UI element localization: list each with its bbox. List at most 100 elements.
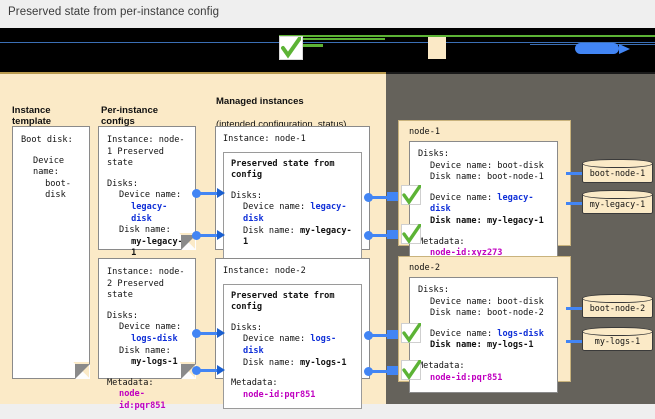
mi2-preserved-1: Preserved state [231, 290, 309, 301]
connector-line [199, 192, 218, 195]
node2-metadata-label: Metadata: [418, 360, 465, 371]
mi2-instance: Instance: node-2 [223, 266, 306, 276]
connector-dot-icon [364, 331, 373, 340]
connector-square-icon [387, 230, 398, 239]
connector-line [199, 332, 218, 335]
disk-top [582, 190, 653, 199]
node1-disks-label: Disks: [418, 149, 450, 159]
cfg1-disk-value: my-legacy-1 [131, 236, 183, 259]
disk-label: boot-node-2 [589, 303, 646, 313]
connector-dot-icon [192, 231, 201, 240]
mi2-disks-label: Disks: [231, 322, 263, 333]
cfg2-disk-value: my-logs-1 [131, 357, 178, 368]
mi2-device-label: Device name: [243, 334, 306, 345]
node2-boot-disk: Disk name: boot-node-2 [430, 308, 544, 319]
cream-swatch-icon [428, 37, 446, 59]
mi2-device-value: logs-disk [243, 334, 337, 356]
mi1-preserved-2: from config [231, 158, 335, 181]
green-check-icon-node1-disk [401, 185, 421, 205]
connector-mi2-disk [364, 328, 404, 342]
legend-blue-rule [0, 42, 655, 43]
connector-dot-icon [364, 367, 373, 376]
node2-boot-device: Device name: boot-disk [430, 296, 544, 307]
node-2-title: node-2 [409, 263, 441, 273]
legend-items [279, 36, 630, 60]
disk-label: my-legacy-1 [589, 199, 646, 209]
cfg1-device-label: Device name: [119, 190, 182, 201]
node1-extra-device-label: Device name: [430, 192, 498, 203]
cfg2-disks-label: Disks: [107, 310, 139, 321]
cfg1-device-value: legacy-disk [131, 201, 168, 224]
connector-line [371, 334, 389, 337]
connector-arrow-icon [217, 188, 225, 198]
connector-cfg2-metadata [192, 363, 226, 377]
connector-dot-icon [192, 329, 201, 338]
connector-dot-icon [192, 189, 201, 198]
node-card-node-2: node-2 Disks: Device name: boot-disk Dis… [398, 256, 571, 394]
disk-label: boot-node-1 [589, 168, 646, 178]
disk-top [582, 294, 653, 303]
legend-band [0, 28, 655, 72]
connector-line [199, 234, 218, 237]
mi1-disk-label: Disk name: [243, 225, 295, 236]
node1-extra-device-value: legacy-disk [430, 192, 534, 215]
node1-boot-device: Device name: boot-disk [430, 160, 544, 171]
node1-boot-disk: Disk name: boot-node-1 [430, 172, 544, 183]
connector-node2-boot-disk [566, 307, 584, 310]
cfg2-disk-label: Disk name: [119, 345, 171, 356]
mi2-preserved-2: from config [231, 290, 335, 313]
cfg1-disk-label: Disk name: [119, 225, 171, 236]
connector-cfg2-disk [192, 326, 226, 340]
boot-disk-label: Boot disk: [21, 135, 73, 145]
legend-green-line-short [293, 44, 323, 47]
connector-square-icon [387, 192, 398, 201]
connector-line [371, 234, 389, 237]
connector-node1-legacy-disk [566, 202, 584, 205]
cfg2-device-value: logs-disk [131, 333, 178, 344]
node2-extra-disk: Disk name: my-logs-1 [430, 340, 534, 351]
managed-instance-card-node-2: Instance: node-2 Preserved state from co… [215, 258, 370, 410]
per-instance-config-card-node-1: Instance: node-1 Preserved state Disks: … [98, 126, 196, 302]
disk-label: my-logs-1 [594, 336, 641, 346]
cfg2-preserved: Preserved state [107, 278, 164, 301]
connector-line [199, 369, 218, 372]
mi1-device-value: legacy-disk [243, 202, 347, 224]
connector-dot-icon [192, 366, 201, 375]
managed-head-1: Managed instances [216, 95, 304, 107]
green-check-icon-node2-disk [401, 323, 421, 343]
connector-square-icon [387, 366, 398, 375]
blue-arrow-icon [575, 42, 630, 54]
cfg2-metadata-value: node-id:pqr851 [119, 389, 166, 411]
instance-template-card: Boot disk: Device name: boot-disk [12, 126, 90, 379]
cfg1-preserved: Preserved state [107, 146, 164, 169]
node-2-details: Disks: Device name: boot-disk Disk name:… [409, 277, 558, 394]
disk-top [582, 159, 653, 168]
template-device-name-value: boot-disk [45, 178, 71, 201]
green-check-icon-node2-metadata [401, 360, 421, 380]
connector-square-icon [387, 330, 398, 339]
connector-arrow-icon [217, 328, 225, 338]
mi1-preserved-1: Preserved state [231, 158, 309, 169]
connector-mi1-disk [364, 190, 404, 204]
disk-top [582, 327, 653, 336]
connector-dot-icon [364, 231, 373, 240]
connector-mi1-metadata [364, 228, 404, 242]
connector-dot-icon [364, 193, 373, 202]
cfg2-device-label: Device name: [119, 322, 182, 333]
connector-mi2-metadata [364, 364, 404, 378]
cfg1-instance: Instance: node-1 [107, 135, 185, 157]
mi2-preserved-subcard: Preserved state from config Disks: Devic… [223, 283, 362, 410]
connector-line [371, 370, 389, 373]
node2-disks-label: Disks: [418, 285, 450, 295]
diagram-root: Preserved state from per-instance config [0, 6, 655, 411]
node2-extra-device-value: logs-disk [497, 328, 544, 339]
connector-line [371, 196, 389, 199]
mi2-disk-label: Disk name: [243, 357, 295, 368]
green-check-icon [279, 36, 303, 60]
legend-green-rule [279, 35, 655, 37]
connector-cfg1-disk [192, 186, 226, 200]
mi2-metadata-value: node-id:pqr851 [243, 389, 316, 400]
mi1-device-label: Device name: [243, 202, 306, 213]
disk-cylinder-boot-node-1: boot-node-1 [582, 159, 655, 185]
